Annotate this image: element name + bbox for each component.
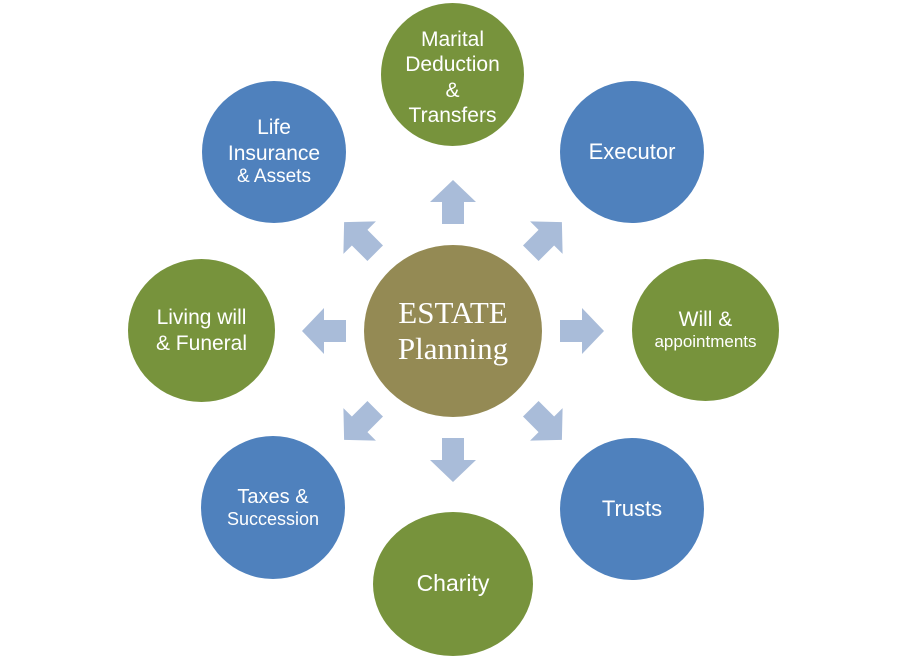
node-executor: Executor <box>560 81 704 223</box>
block-arrow-icon-down <box>430 438 476 482</box>
center-line-1: ESTATE <box>398 295 508 331</box>
node-life-line-3: & Assets <box>237 165 311 187</box>
block-arrow-icon-up-right <box>523 221 563 261</box>
node-life-insurance-assets: Life Insurance & Assets <box>202 81 346 223</box>
block-arrow-icon-left <box>302 308 346 354</box>
node-marital-line-4: Transfers <box>408 103 497 127</box>
node-will-line-2: appointments <box>654 332 757 352</box>
node-living-line-2: & Funeral <box>155 331 248 355</box>
node-charity: Charity <box>373 512 533 656</box>
node-taxes-line-1: Taxes & <box>237 485 309 508</box>
node-living-will-funeral: Living will & Funeral <box>128 259 275 402</box>
block-arrow-icon-up-left <box>343 221 383 261</box>
block-arrow-icon-down-left <box>343 401 383 441</box>
node-marital-line-3: & <box>445 78 460 102</box>
block-arrow-icon-down-right <box>523 401 563 441</box>
node-executor-line-1: Executor <box>588 138 676 164</box>
node-charity-line-1: Charity <box>416 570 490 597</box>
node-life-line-2: Insurance <box>227 141 321 165</box>
node-trusts-line-1: Trusts <box>601 495 663 521</box>
node-marital-line-1: Marital <box>420 28 484 52</box>
node-marital-line-2: Deduction <box>405 53 500 77</box>
center-line-2: Planning <box>397 331 509 366</box>
node-taxes-line-2: Succession <box>226 508 320 529</box>
node-marital-deduction: Marital Deduction & Transfers <box>381 3 524 146</box>
node-will-line-1: Will & <box>678 308 733 332</box>
node-living-line-1: Living will <box>156 306 247 330</box>
block-arrow-icon-up <box>430 180 476 224</box>
block-arrow-icon-right <box>560 308 604 354</box>
node-taxes-succession: Taxes & Succession <box>201 436 345 579</box>
node-life-line-1: Life <box>257 116 291 140</box>
node-trusts: Trusts <box>560 438 704 580</box>
node-will-appointments: Will & appointments <box>632 259 779 401</box>
center-node-estate-planning: ESTATE Planning <box>364 245 542 417</box>
